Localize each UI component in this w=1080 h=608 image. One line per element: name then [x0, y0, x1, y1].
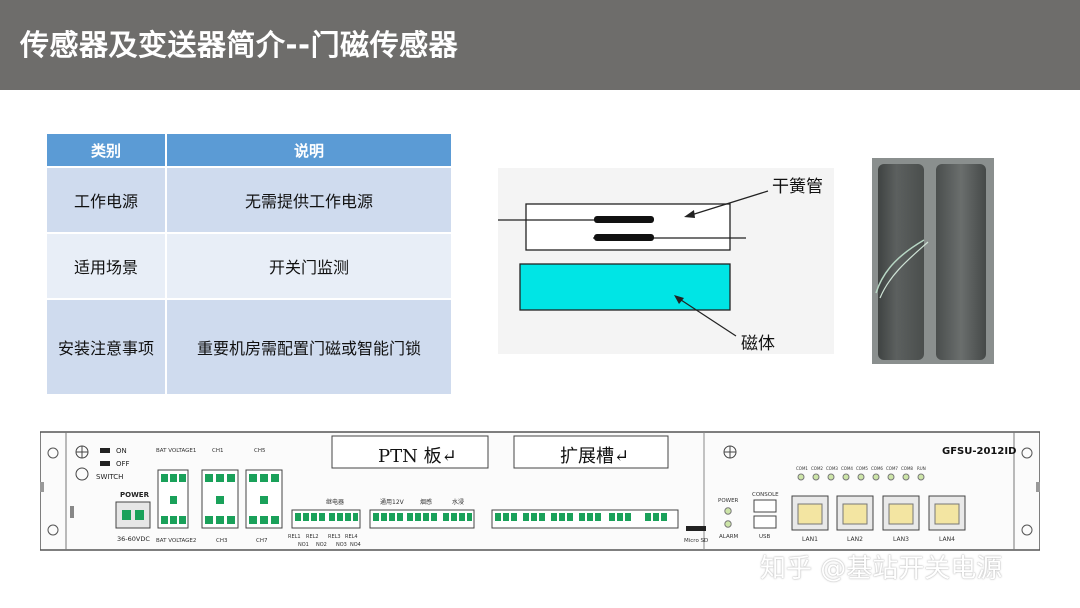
general-12v-label: 通用12V — [380, 498, 405, 506]
watermark: 知乎 @基站开关电源 — [760, 554, 1003, 584]
door-sensor-photo — [872, 158, 994, 364]
svg-text:COM2: COM2 — [811, 466, 823, 471]
lan3-label: LAN3 — [893, 536, 909, 543]
mount-holes — [47, 447, 1033, 536]
svg-text:COM7: COM7 — [886, 466, 898, 471]
sensor-terminals — [369, 509, 475, 529]
table-header-description: 说明 — [166, 134, 451, 167]
table-cell: 重要机房需配置门磁或智能门锁 — [166, 298, 451, 394]
no4-label: NO4 — [350, 542, 361, 548]
com-leds — [797, 473, 925, 481]
sensor-info-table: 类别 说明 工作电源 无需提供工作电源 适用场景 开关门监测 安装注意事项 重要… — [47, 134, 451, 394]
usb-label: USB — [759, 534, 771, 540]
sensor-body-left — [878, 164, 924, 360]
slide-title: 传感器及变送器简介--门磁传感器 — [20, 28, 459, 62]
ptn-board-box — [331, 435, 489, 469]
table-row: 安装注意事项 重要机房需配置门磁或智能门锁 — [47, 298, 451, 394]
bat-voltage2-label: BAT VOLTAGE2 — [156, 538, 196, 544]
power-label: POWER — [120, 491, 150, 499]
reed-pointer-line — [687, 190, 769, 217]
sensor-wire — [875, 239, 929, 299]
sensor-body-right — [936, 164, 986, 360]
reed-tube — [525, 203, 731, 251]
power-connector — [115, 501, 151, 529]
slide-header: 传感器及变送器简介--门磁传感器 — [0, 0, 1080, 90]
magnet-pointer-line — [677, 297, 737, 337]
reed-switch-diagram: 干簧管 磁体 — [498, 168, 834, 354]
micro-sd-label: Micro SD — [684, 538, 708, 544]
water-label: 水浸 — [452, 498, 464, 506]
ch7-label: CH7 — [256, 538, 268, 544]
svg-text:COM6: COM6 — [871, 466, 883, 471]
svg-text:COM3: COM3 — [826, 466, 838, 471]
lan4-label: LAN4 — [939, 536, 955, 543]
table-cell: 适用场景 — [47, 232, 167, 299]
device-model-label: GFSU-2012ID — [942, 446, 1016, 457]
rel4-label: REL4 — [345, 534, 358, 540]
lan1-label: LAN1 — [802, 536, 818, 543]
relay-terminals — [291, 509, 361, 529]
reed-contact-upper — [594, 216, 654, 223]
lan2-label: LAN2 — [847, 536, 863, 543]
diagram-background — [498, 168, 834, 354]
table-cell: 开关门监测 — [166, 232, 451, 299]
power-led — [724, 507, 732, 515]
console-port — [753, 499, 777, 513]
expansion-slot-label: 扩展槽↵ — [560, 446, 629, 467]
smoke-label: 烟感 — [420, 498, 432, 506]
lan-ports — [791, 495, 966, 531]
table-cell: 工作电源 — [47, 166, 167, 233]
off-indicator-icon — [100, 461, 110, 466]
table-header-row: 类别 说明 — [47, 134, 451, 167]
micro-sd-slot — [686, 526, 706, 531]
table-row: 适用场景 开关门监测 — [47, 232, 451, 299]
no1-label: NO1 — [298, 542, 309, 548]
com-terminals — [491, 509, 679, 529]
table-cell: 安装注意事项 — [47, 298, 167, 394]
ch5-label: CH5 — [254, 448, 266, 454]
ground-icon — [75, 467, 89, 481]
com-led-labels: COM1 COM2 COM3 COM4 COM5 COM6 COM7 COM8 … — [796, 466, 926, 471]
voltage-label: 36-60VDC — [117, 535, 150, 543]
svg-text:COM8: COM8 — [901, 466, 913, 471]
off-label: OFF — [116, 460, 130, 468]
expansion-slot-box — [513, 435, 669, 469]
svg-text:COM1: COM1 — [796, 466, 808, 471]
alarm-led — [724, 520, 732, 528]
rel3-label: REL3 — [328, 534, 341, 540]
svg-text:COM4: COM4 — [841, 466, 853, 471]
reed-contact-lower — [594, 234, 654, 241]
relay-label: 继电器 — [326, 498, 344, 506]
magnet-pointer-arrow — [674, 295, 684, 304]
no2-label: NO2 — [316, 542, 327, 548]
ch1-label: CH1 — [212, 448, 223, 454]
table-header-category: 类别 — [47, 134, 167, 167]
magnet-label: 磁体 — [741, 334, 775, 354]
alarm-label: ALARM — [719, 534, 739, 540]
usb-port — [753, 515, 777, 529]
no3-label: NO3 — [336, 542, 347, 548]
on-label: ON — [116, 447, 127, 455]
gfsu-device-panel: ON OFF SWITCH POWER 36-60VDC BAT VOLTAGE… — [40, 431, 1040, 551]
reed-label: 干簧管 — [772, 177, 823, 197]
rel1-label: REL1 — [288, 534, 301, 540]
table-cell: 无需提供工作电源 — [166, 166, 451, 233]
svg-text:COM5: COM5 — [856, 466, 868, 471]
bat-voltage1-label: BAT VOLTAGE1 — [156, 448, 196, 454]
switch-label: SWITCH — [96, 473, 123, 481]
ptn-board-label: PTN 板↵ — [378, 446, 457, 467]
on-indicator-icon — [100, 448, 110, 453]
svg-text:RUN: RUN — [917, 466, 926, 471]
rel2-label: REL2 — [306, 534, 319, 540]
power-led-label: POWER — [718, 498, 739, 504]
magnet-block — [519, 263, 731, 311]
console-label: CONSOLE — [752, 492, 779, 498]
table-row: 工作电源 无需提供工作电源 — [47, 166, 451, 233]
ch3-label: CH3 — [216, 538, 228, 544]
reed-pointer-arrow — [684, 210, 695, 218]
